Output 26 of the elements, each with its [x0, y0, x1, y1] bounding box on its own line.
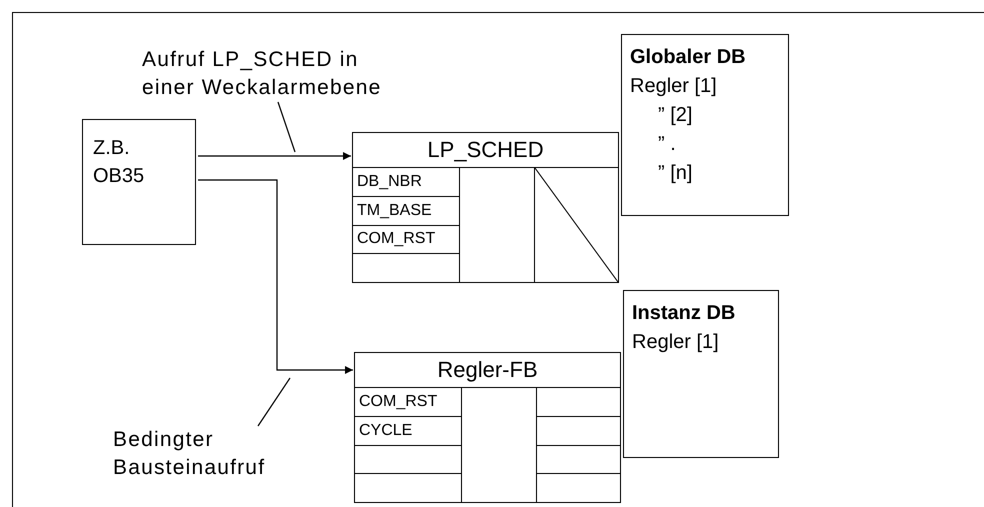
- data-block-entry: ” [n]: [657, 161, 694, 186]
- block-title: LP_SCHED: [353, 133, 618, 168]
- leader-line: [277, 102, 296, 152]
- function-block: [352, 132, 619, 283]
- block-box: [82, 119, 196, 245]
- data-block-title: Instanz DB: [632, 301, 736, 326]
- parameter-name: CYCLE: [358, 420, 414, 441]
- annotation-text: Bedingter Bausteinaufruf: [113, 426, 291, 484]
- data-block-entry: ” .: [657, 132, 677, 157]
- data-block: [623, 290, 779, 458]
- parameter-name: COM_RST: [358, 392, 438, 412]
- parameter-name: COM_RST: [356, 229, 436, 250]
- parameter-name: TM_BASE: [356, 200, 433, 221]
- parameter-name: DB_NBR: [356, 172, 423, 192]
- function-block: [354, 352, 621, 503]
- data-block-entry: Regler [1]: [630, 74, 718, 99]
- data-block-entry: Regler [1]: [632, 330, 720, 355]
- data-block-title: Globaler DB: [630, 45, 747, 70]
- annotation-text: Aufruf LP_SCHED in einer Weckalarmebene: [142, 46, 404, 102]
- block-title: Regler-FB: [355, 353, 620, 388]
- leader-line: [258, 378, 290, 426]
- arrow: [198, 179, 353, 374]
- data-block: [621, 34, 789, 216]
- block-label: Z.B. OB35: [93, 136, 146, 189]
- data-block-entry: ” [2]: [657, 103, 694, 128]
- arrow: [198, 152, 351, 160]
